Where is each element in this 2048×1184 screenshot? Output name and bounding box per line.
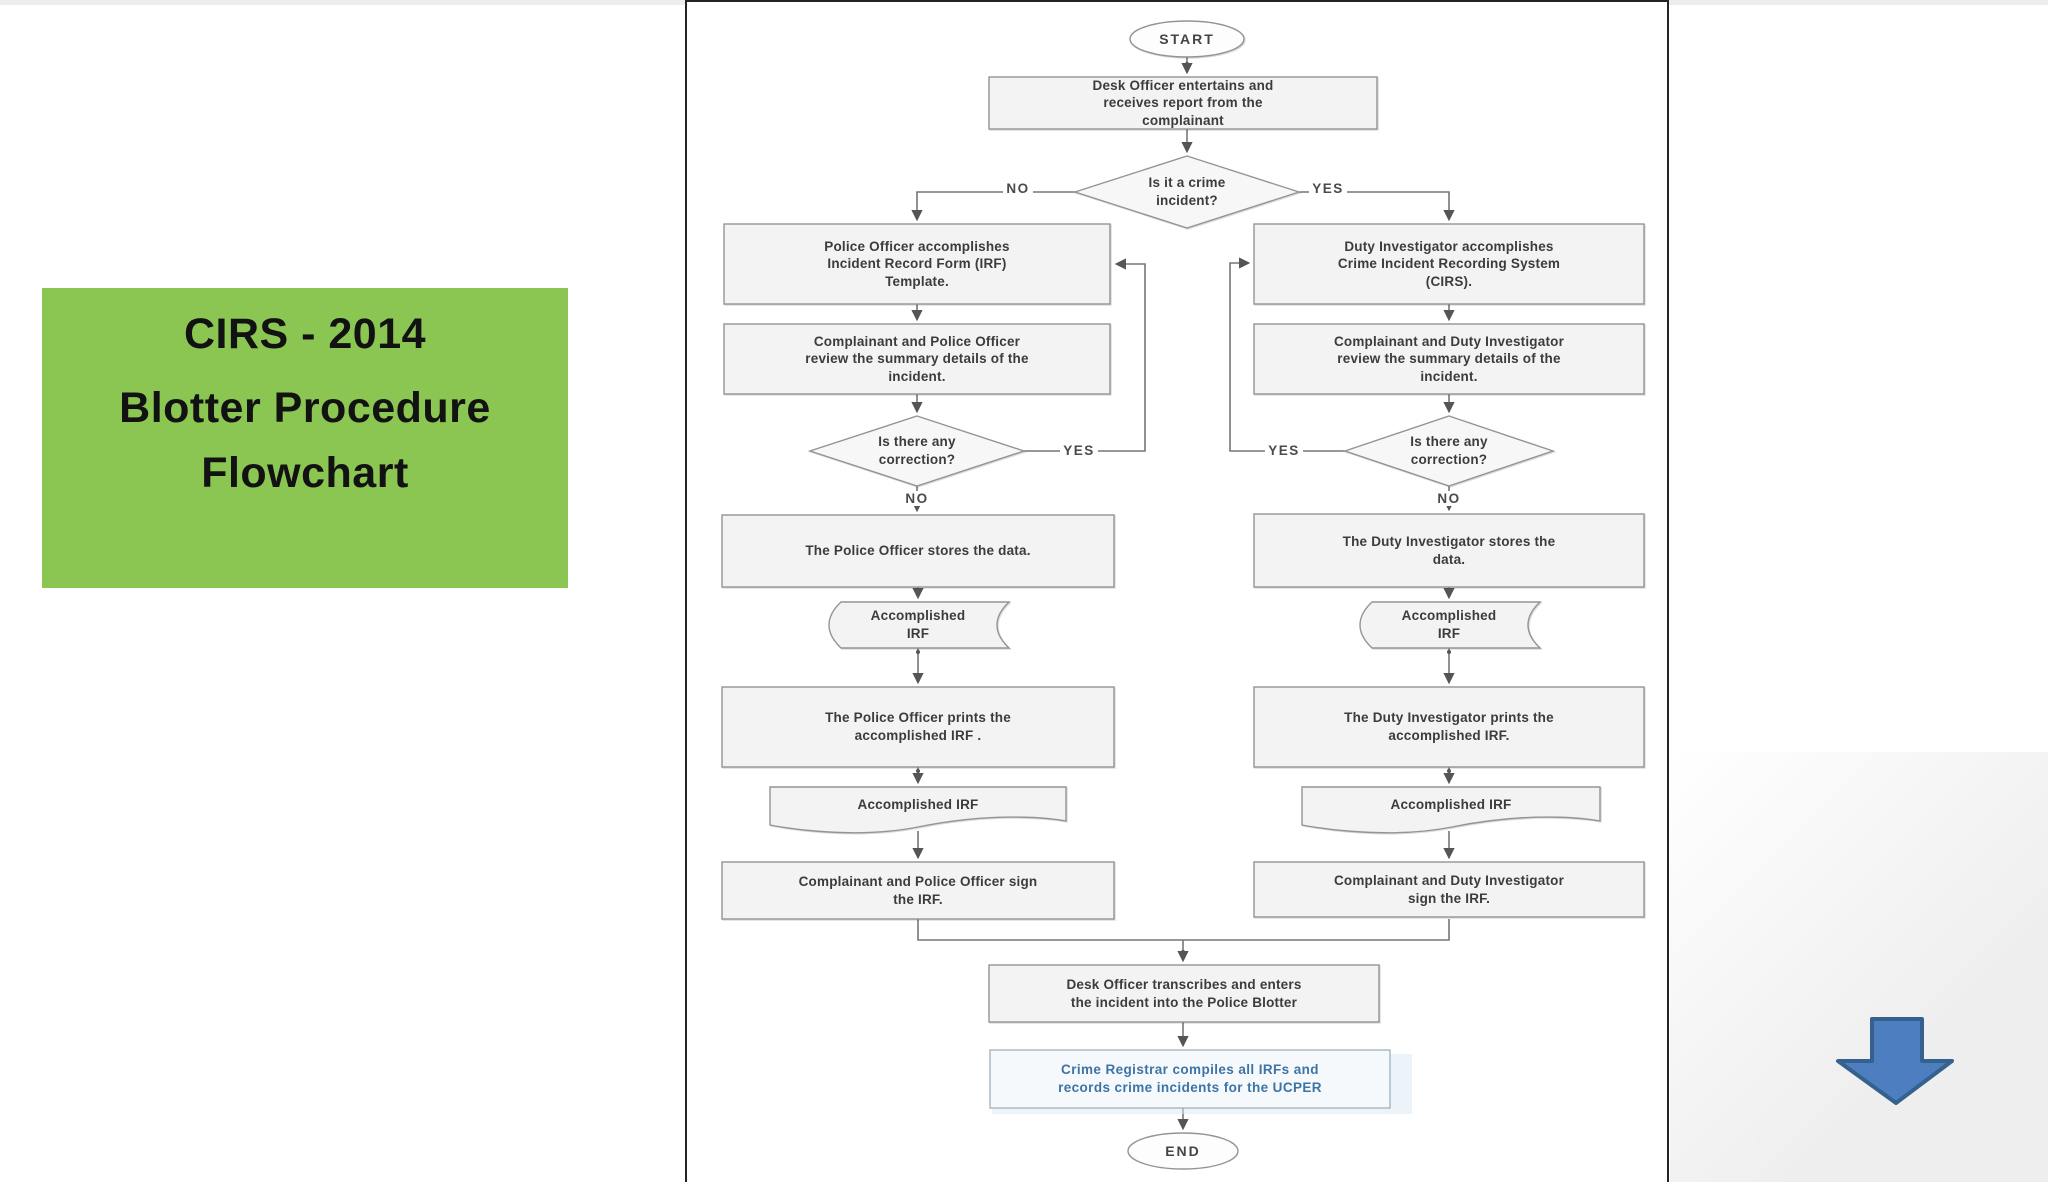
start-label: START bbox=[1130, 28, 1244, 50]
corner-shading bbox=[1670, 752, 2048, 1182]
left-stores-text: The Police Officer stores the data. bbox=[722, 515, 1114, 587]
right-correction-text: Is there any correction? bbox=[1369, 427, 1529, 475]
entertain-text: Desk Officer entertains and receives rep… bbox=[989, 77, 1377, 129]
crime-decision-text: Is it a crime incident? bbox=[1107, 168, 1267, 216]
left-sign-text: Complainant and Police Officer sign the … bbox=[722, 862, 1114, 919]
crime-no-label: NO bbox=[993, 181, 1043, 196]
transcribe-text: Desk Officer transcribes and enters the … bbox=[989, 965, 1379, 1022]
right-prints-text: The Duty Investigator prints the accompl… bbox=[1254, 687, 1644, 767]
flowchart-image: START Desk Officer entertains and receiv… bbox=[685, 0, 1669, 1182]
left-printed-irf-text: Accomplished IRF bbox=[770, 787, 1066, 823]
right-printed-irf-text: Accomplished IRF bbox=[1302, 787, 1600, 823]
right-stored-irf-text: Accomplished IRF bbox=[1358, 602, 1540, 648]
left-prints-text: The Police Officer prints the accomplish… bbox=[722, 687, 1114, 767]
right-correction-no-label: NO bbox=[1424, 491, 1474, 506]
left-accomplish-text: Police Officer accomplishes Incident Rec… bbox=[724, 224, 1110, 304]
right-accomplish-text: Duty Investigator accomplishes Crime Inc… bbox=[1254, 224, 1644, 304]
slide-title-line1: CIRS - 2014 bbox=[42, 310, 568, 359]
left-correction-yes-label: YES bbox=[1054, 443, 1104, 458]
right-correction-yes-label: YES bbox=[1259, 443, 1309, 458]
slide-title-line2: Blotter Procedure Flowchart bbox=[42, 376, 568, 506]
left-correction-no-label: NO bbox=[892, 491, 942, 506]
end-label: END bbox=[1126, 1140, 1240, 1162]
left-stored-irf-text: Accomplished IRF bbox=[827, 602, 1009, 648]
right-stores-text: The Duty Investigator stores the data. bbox=[1254, 514, 1644, 587]
down-arrow-icon bbox=[1828, 1012, 1964, 1112]
title-panel: CIRS - 2014 Blotter Procedure Flowchart bbox=[42, 288, 568, 588]
right-review-text: Complainant and Duty Investigator review… bbox=[1254, 324, 1644, 394]
left-review-text: Complainant and Police Officer review th… bbox=[724, 324, 1110, 394]
right-sign-text: Complainant and Duty Investigator sign t… bbox=[1254, 862, 1644, 917]
left-correction-text: Is there any correction? bbox=[837, 427, 997, 475]
crime-yes-label: YES bbox=[1303, 181, 1353, 196]
registrar-text: Crime Registrar compiles all IRFs and re… bbox=[990, 1050, 1390, 1108]
